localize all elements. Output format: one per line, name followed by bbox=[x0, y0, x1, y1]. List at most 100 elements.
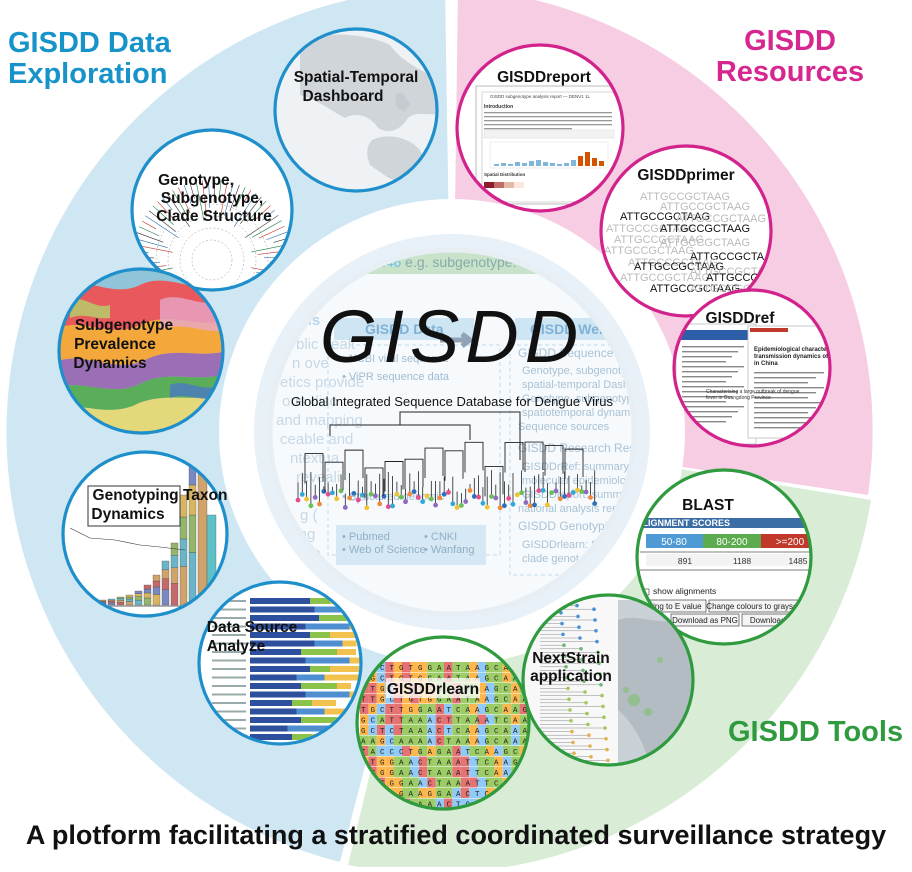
tree-tip bbox=[321, 489, 326, 494]
taxon-bar-segment bbox=[135, 597, 142, 601]
taxon-bar-segment bbox=[153, 587, 160, 595]
source-label-line bbox=[212, 694, 246, 696]
dashboard-label-1: Spatial-Temporal bbox=[294, 69, 419, 86]
tree-tip bbox=[515, 492, 520, 497]
tree-tip bbox=[485, 505, 490, 510]
report-intro: Introduction bbox=[484, 104, 513, 110]
tree-tip bbox=[536, 488, 541, 493]
ref-text-line bbox=[754, 402, 824, 403]
next-tip bbox=[578, 636, 582, 640]
report-hist-bar bbox=[543, 162, 548, 166]
ref-text-line bbox=[682, 371, 738, 372]
bg-left-word: ceable and bbox=[280, 431, 353, 448]
next-tip bbox=[594, 629, 598, 633]
source-bar bbox=[250, 692, 306, 698]
tree-tip bbox=[382, 494, 387, 499]
tree-tip bbox=[562, 494, 567, 499]
tree-tip bbox=[429, 497, 434, 502]
tree-tip bbox=[377, 502, 382, 507]
source-label-line bbox=[212, 677, 246, 679]
tree-tip bbox=[519, 490, 524, 495]
source-bar bbox=[301, 717, 337, 723]
genotype-label-1: Genotype, bbox=[158, 172, 234, 189]
alignment-row: A A G C A A A A C T A A A G C A A A C A bbox=[361, 739, 547, 747]
next-tip bbox=[595, 640, 599, 644]
tree-tip bbox=[489, 494, 494, 499]
source-bar bbox=[310, 632, 330, 638]
tree-tip bbox=[468, 488, 473, 493]
tree-tip bbox=[309, 503, 314, 508]
tree-tip bbox=[493, 496, 498, 501]
tree-tip bbox=[588, 495, 593, 500]
source-bar bbox=[250, 607, 315, 613]
report-hist-bar bbox=[515, 162, 520, 166]
taxon-bar-segment bbox=[144, 585, 151, 589]
bg-source: • Wanfang bbox=[424, 544, 475, 556]
next-tip bbox=[572, 751, 576, 755]
next-tip bbox=[566, 687, 570, 691]
ref-text-line bbox=[682, 351, 738, 352]
taxon-bar-segment bbox=[144, 589, 151, 593]
tree-tip bbox=[545, 503, 550, 508]
report-hist-bar bbox=[557, 164, 562, 166]
ref-label: GISDDref bbox=[706, 310, 776, 327]
tree-tip bbox=[558, 496, 563, 501]
tree-tip bbox=[330, 490, 335, 495]
taxon-bar-segment bbox=[108, 599, 115, 600]
tree-tip bbox=[334, 496, 339, 501]
taxon-bar-segment bbox=[162, 590, 169, 605]
alignment-row: T G C T T G G A A T C A A G C A A G A T bbox=[361, 707, 547, 715]
taxon-bar-segment bbox=[153, 575, 160, 581]
tree-tip bbox=[554, 489, 559, 494]
source-label-line bbox=[212, 702, 246, 704]
report-hist-bar bbox=[564, 163, 569, 166]
ref-text-line bbox=[682, 386, 744, 387]
ref-text-line bbox=[754, 372, 824, 373]
report-hist-bar bbox=[522, 163, 527, 166]
prevalence-label-2: Prevalence bbox=[74, 336, 156, 353]
blast-legend-1: 50-80 bbox=[661, 537, 687, 548]
ref-text-line bbox=[754, 412, 808, 413]
tree-tip bbox=[407, 492, 412, 497]
tree-tip bbox=[476, 495, 481, 500]
blast-show-alignments: show alignments bbox=[653, 586, 716, 596]
taxon-bar-segment bbox=[135, 591, 142, 594]
source-bar bbox=[330, 666, 359, 672]
tree-tip bbox=[386, 504, 391, 509]
tree-tip bbox=[403, 499, 408, 504]
report-text-line bbox=[484, 128, 572, 129]
taxon-bar-segment bbox=[153, 581, 160, 587]
next-tip bbox=[570, 730, 574, 734]
alignment-row: T A C C C T G A G A A T C A A G C A A G bbox=[361, 749, 547, 757]
ref-text-line bbox=[682, 411, 738, 412]
next-tip bbox=[567, 697, 571, 701]
next-tip bbox=[592, 607, 596, 611]
source-bar bbox=[337, 649, 356, 655]
ref-text-line bbox=[682, 401, 726, 402]
next-tip bbox=[562, 643, 566, 647]
ref-text-line bbox=[682, 366, 744, 367]
tree-tip bbox=[416, 495, 421, 500]
ref-text-line bbox=[754, 407, 816, 408]
source-label-line bbox=[212, 685, 246, 687]
source-bar bbox=[310, 666, 330, 672]
ref-text-line bbox=[682, 376, 732, 377]
nextstrain-label-2: application bbox=[530, 668, 612, 685]
source-bar bbox=[250, 717, 301, 723]
module-genotyping-taxon-dynamics: Genotyping Taxon Dynamics bbox=[63, 452, 227, 616]
report-label: GISDDreport bbox=[497, 69, 591, 86]
exploration-title: GISDD Data Exploration bbox=[8, 28, 171, 90]
blast-tick-1: 891 bbox=[678, 556, 692, 566]
report-hist-bar bbox=[571, 160, 576, 166]
report-hist-bar bbox=[508, 164, 513, 166]
dashboard-label-2: Dashboard bbox=[303, 88, 384, 105]
prevalence-label-3: Dynamics bbox=[73, 355, 146, 372]
blast-tick-2: 1188 bbox=[733, 556, 752, 566]
next-tip bbox=[568, 708, 572, 712]
taxon-bar-segment bbox=[162, 561, 169, 570]
next-tip bbox=[585, 712, 589, 716]
tree-tip bbox=[433, 503, 438, 508]
tree-tip bbox=[575, 488, 580, 493]
bg-left-word: ntextua bbox=[290, 450, 340, 467]
exploration-title-2: Exploration bbox=[8, 59, 171, 90]
